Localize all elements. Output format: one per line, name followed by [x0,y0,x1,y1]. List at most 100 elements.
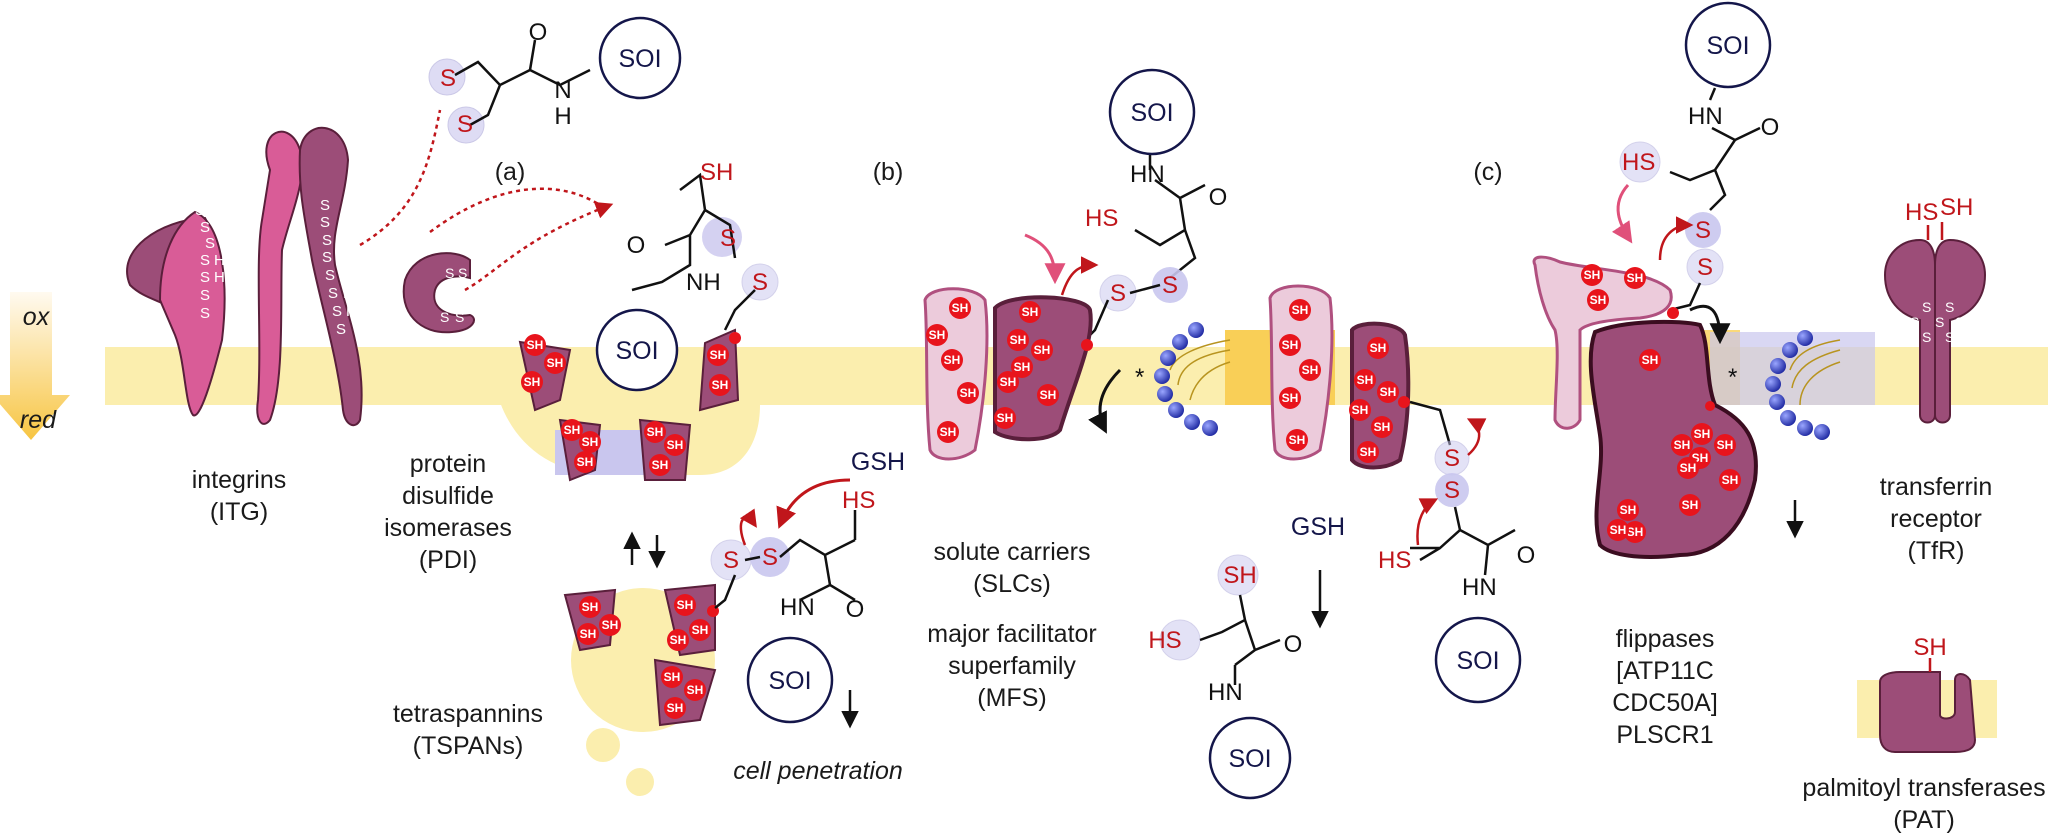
tspan-label-2: (TSPANs) [413,732,524,760]
svg-text:SH: SH [1627,525,1644,539]
slc-label-2: (SLCs) [973,570,1051,598]
svg-text:S: S [328,285,338,302]
svg-text:HN: HN [1688,103,1723,130]
svg-text:S: S [1922,299,1931,315]
svg-text:HN: HN [1208,679,1243,706]
svg-text:O: O [627,232,646,259]
integrins-abbrev: (ITG) [210,498,268,526]
svg-text:SH: SH [524,375,541,389]
svg-text:S: S [325,267,335,284]
svg-text:S: S [1697,254,1713,281]
tspan-label-1: tetraspannins [393,700,543,728]
slc-pink-arrow [1024,233,1066,285]
svg-text:S: S [458,265,467,281]
panel-c-label: (c) [1473,158,1502,186]
svg-text:SOI: SOI [1130,99,1173,127]
svg-text:H: H [337,249,348,266]
svg-text:SH: SH [1000,375,1017,389]
svg-text:S: S [1922,329,1931,345]
svg-text:S: S [440,65,456,92]
tetraspannins: SH SH SH SH SH SH SH SH SH [563,583,719,796]
mfs-label-3: (MFS) [977,684,1046,712]
svg-text:SH: SH [1620,503,1637,517]
svg-text:SH: SH [944,353,961,367]
svg-text:SH: SH [652,458,669,472]
svg-text:S: S [200,219,210,236]
flippase-proteins [1532,255,1758,559]
svg-text:S: S [210,202,220,219]
svg-text:NH: NH [686,269,721,296]
svg-text:SH: SH [1610,523,1627,537]
red-label: red [20,406,57,434]
svg-text:SH: SH [1374,420,1391,434]
svg-text:H: H [340,267,351,284]
svg-text:HS: HS [842,487,875,514]
pdi-conjugate-molecule: SH O NH S S SOI [595,159,779,392]
svg-text:S: S [1935,314,1944,330]
panel-b-label: (b) [873,158,904,186]
tfr-label-3: (TfR) [1908,537,1965,565]
svg-text:*: * [1728,364,1737,391]
svg-text:S: S [322,232,332,249]
svg-text:SH: SH [647,425,664,439]
svg-text:SH: SH [1360,445,1377,459]
svg-text:SH: SH [1282,338,1299,352]
pat-label-1: palmitoyl transferases [1802,774,2045,802]
svg-text:HS: HS [1085,205,1118,232]
tfr-label-1: transferrin [1880,473,1993,501]
svg-text:SH: SH [664,670,681,684]
svg-text:SH: SH [1022,305,1039,319]
svg-text:SH: SH [547,356,564,370]
svg-text:N: N [554,77,571,104]
svg-text:SH: SH [1223,562,1256,589]
svg-text:SH: SH [1674,438,1691,452]
slc-red-arrow [1060,256,1099,296]
svg-text:S: S [445,265,454,281]
svg-text:S: S [720,225,736,252]
svg-text:O: O [1517,542,1536,569]
svg-text:SH: SH [1642,353,1659,367]
svg-text:H: H [343,285,354,302]
svg-text:SH: SH [1717,438,1734,452]
svg-text:SH: SH [1302,363,1319,377]
released-soi-molecule: SH HS O HN SOI [1148,554,1303,800]
svg-text:SOI: SOI [618,45,661,73]
svg-text:O: O [846,596,865,623]
tspan-conjugate-molecule: S S HS O HN SOI [710,487,875,724]
flippase-label-1: flippases [1616,625,1715,653]
svg-text:SH: SH [687,683,704,697]
svg-text:SH: SH [667,438,684,452]
svg-text:S: S [457,111,473,138]
mfs-label-1: major facilitator [927,620,1097,648]
slc-bottom-conjugate-molecule: S S HS O HN SOI [1378,400,1536,704]
svg-text:SH: SH [1014,360,1031,374]
flippase-red-arrow [1658,216,1694,261]
svg-text:S: S [1910,314,1919,330]
flippase-label-4: PLSCR1 [1616,721,1713,749]
svg-text:SH: SH [564,423,581,437]
svg-text:HN: HN [1462,574,1497,601]
svg-text:SH: SH [527,338,544,352]
svg-text:SH: SH [1694,427,1711,441]
svg-text:SH: SH [997,411,1014,425]
svg-text:O: O [1284,631,1303,658]
svg-text:S: S [1110,280,1126,307]
ox-label: ox [23,303,51,331]
slc-black-arrow [1088,368,1122,434]
svg-text:HS: HS [1622,149,1655,176]
svg-text:SOI: SOI [1706,32,1749,60]
svg-text:HS: HS [1148,627,1181,654]
svg-text:S: S [752,269,768,296]
svg-text:S: S [1444,445,1460,472]
svg-text:H: H [214,269,225,286]
slc-label-1: solute carriers [934,538,1091,566]
svg-text:SH: SH [700,159,733,186]
pdi-proteins: SH SH SH SH SH SH SH SH SH SH SH [518,328,741,482]
slc-sh-left: SH SH SH SH SH SH SH SH SH SH SH SH [926,297,1059,443]
dotted-arrow-3 [429,187,601,234]
svg-text:SH: SH [940,425,957,439]
dithiolane-soi-molecule: S S O N H SOI [428,16,682,144]
panel-a-label: (a) [495,158,526,186]
